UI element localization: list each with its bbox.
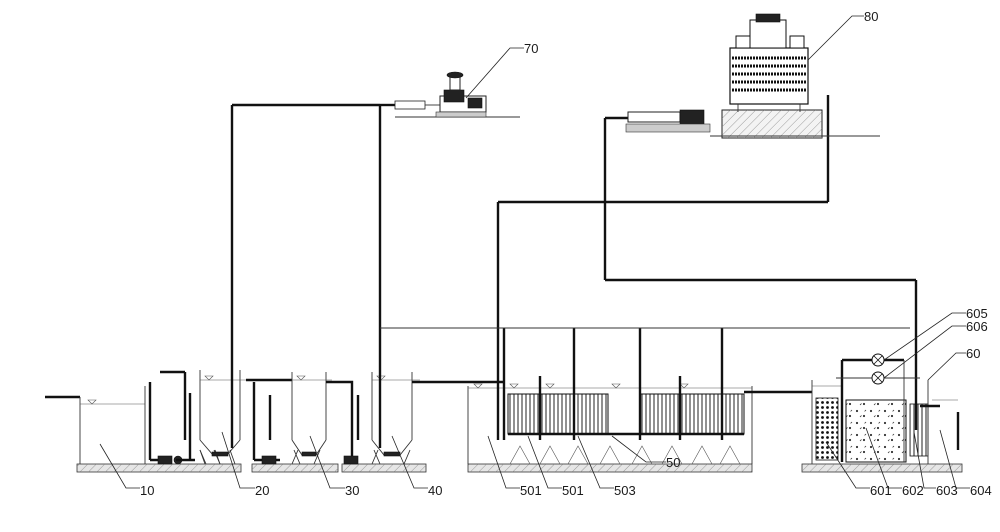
label-30: 30	[345, 483, 359, 498]
label-604: 604	[970, 483, 992, 498]
reference-labels: 10 20 30 40 501 501 503 50 601 602 603 6…	[140, 9, 992, 498]
pipe-network	[380, 95, 918, 430]
label-50: 50	[666, 455, 680, 470]
label-503: 503	[614, 483, 636, 498]
label-70: 70	[524, 41, 538, 56]
tank-60	[811, 353, 960, 464]
label-20: 20	[255, 483, 269, 498]
label-60: 60	[966, 346, 980, 361]
tank-40	[343, 105, 470, 465]
foundation-strips	[76, 463, 963, 473]
label-40: 40	[428, 483, 442, 498]
label-606: 606	[966, 319, 988, 334]
unit-80-filter-press	[625, 13, 880, 139]
label-501-a: 501	[520, 483, 542, 498]
label-501-b: 501	[562, 483, 584, 498]
tank-20	[160, 105, 246, 465]
label-605: 605	[966, 306, 988, 321]
tank-10	[45, 382, 183, 465]
tank-30	[246, 372, 354, 465]
label-602: 602	[902, 483, 924, 498]
label-603: 603	[936, 483, 958, 498]
label-601: 601	[870, 483, 892, 498]
tank-50	[467, 202, 812, 465]
label-10: 10	[140, 483, 154, 498]
label-80: 80	[864, 9, 878, 24]
unit-70-pump	[394, 71, 520, 118]
leader-lines	[99, 15, 970, 489]
